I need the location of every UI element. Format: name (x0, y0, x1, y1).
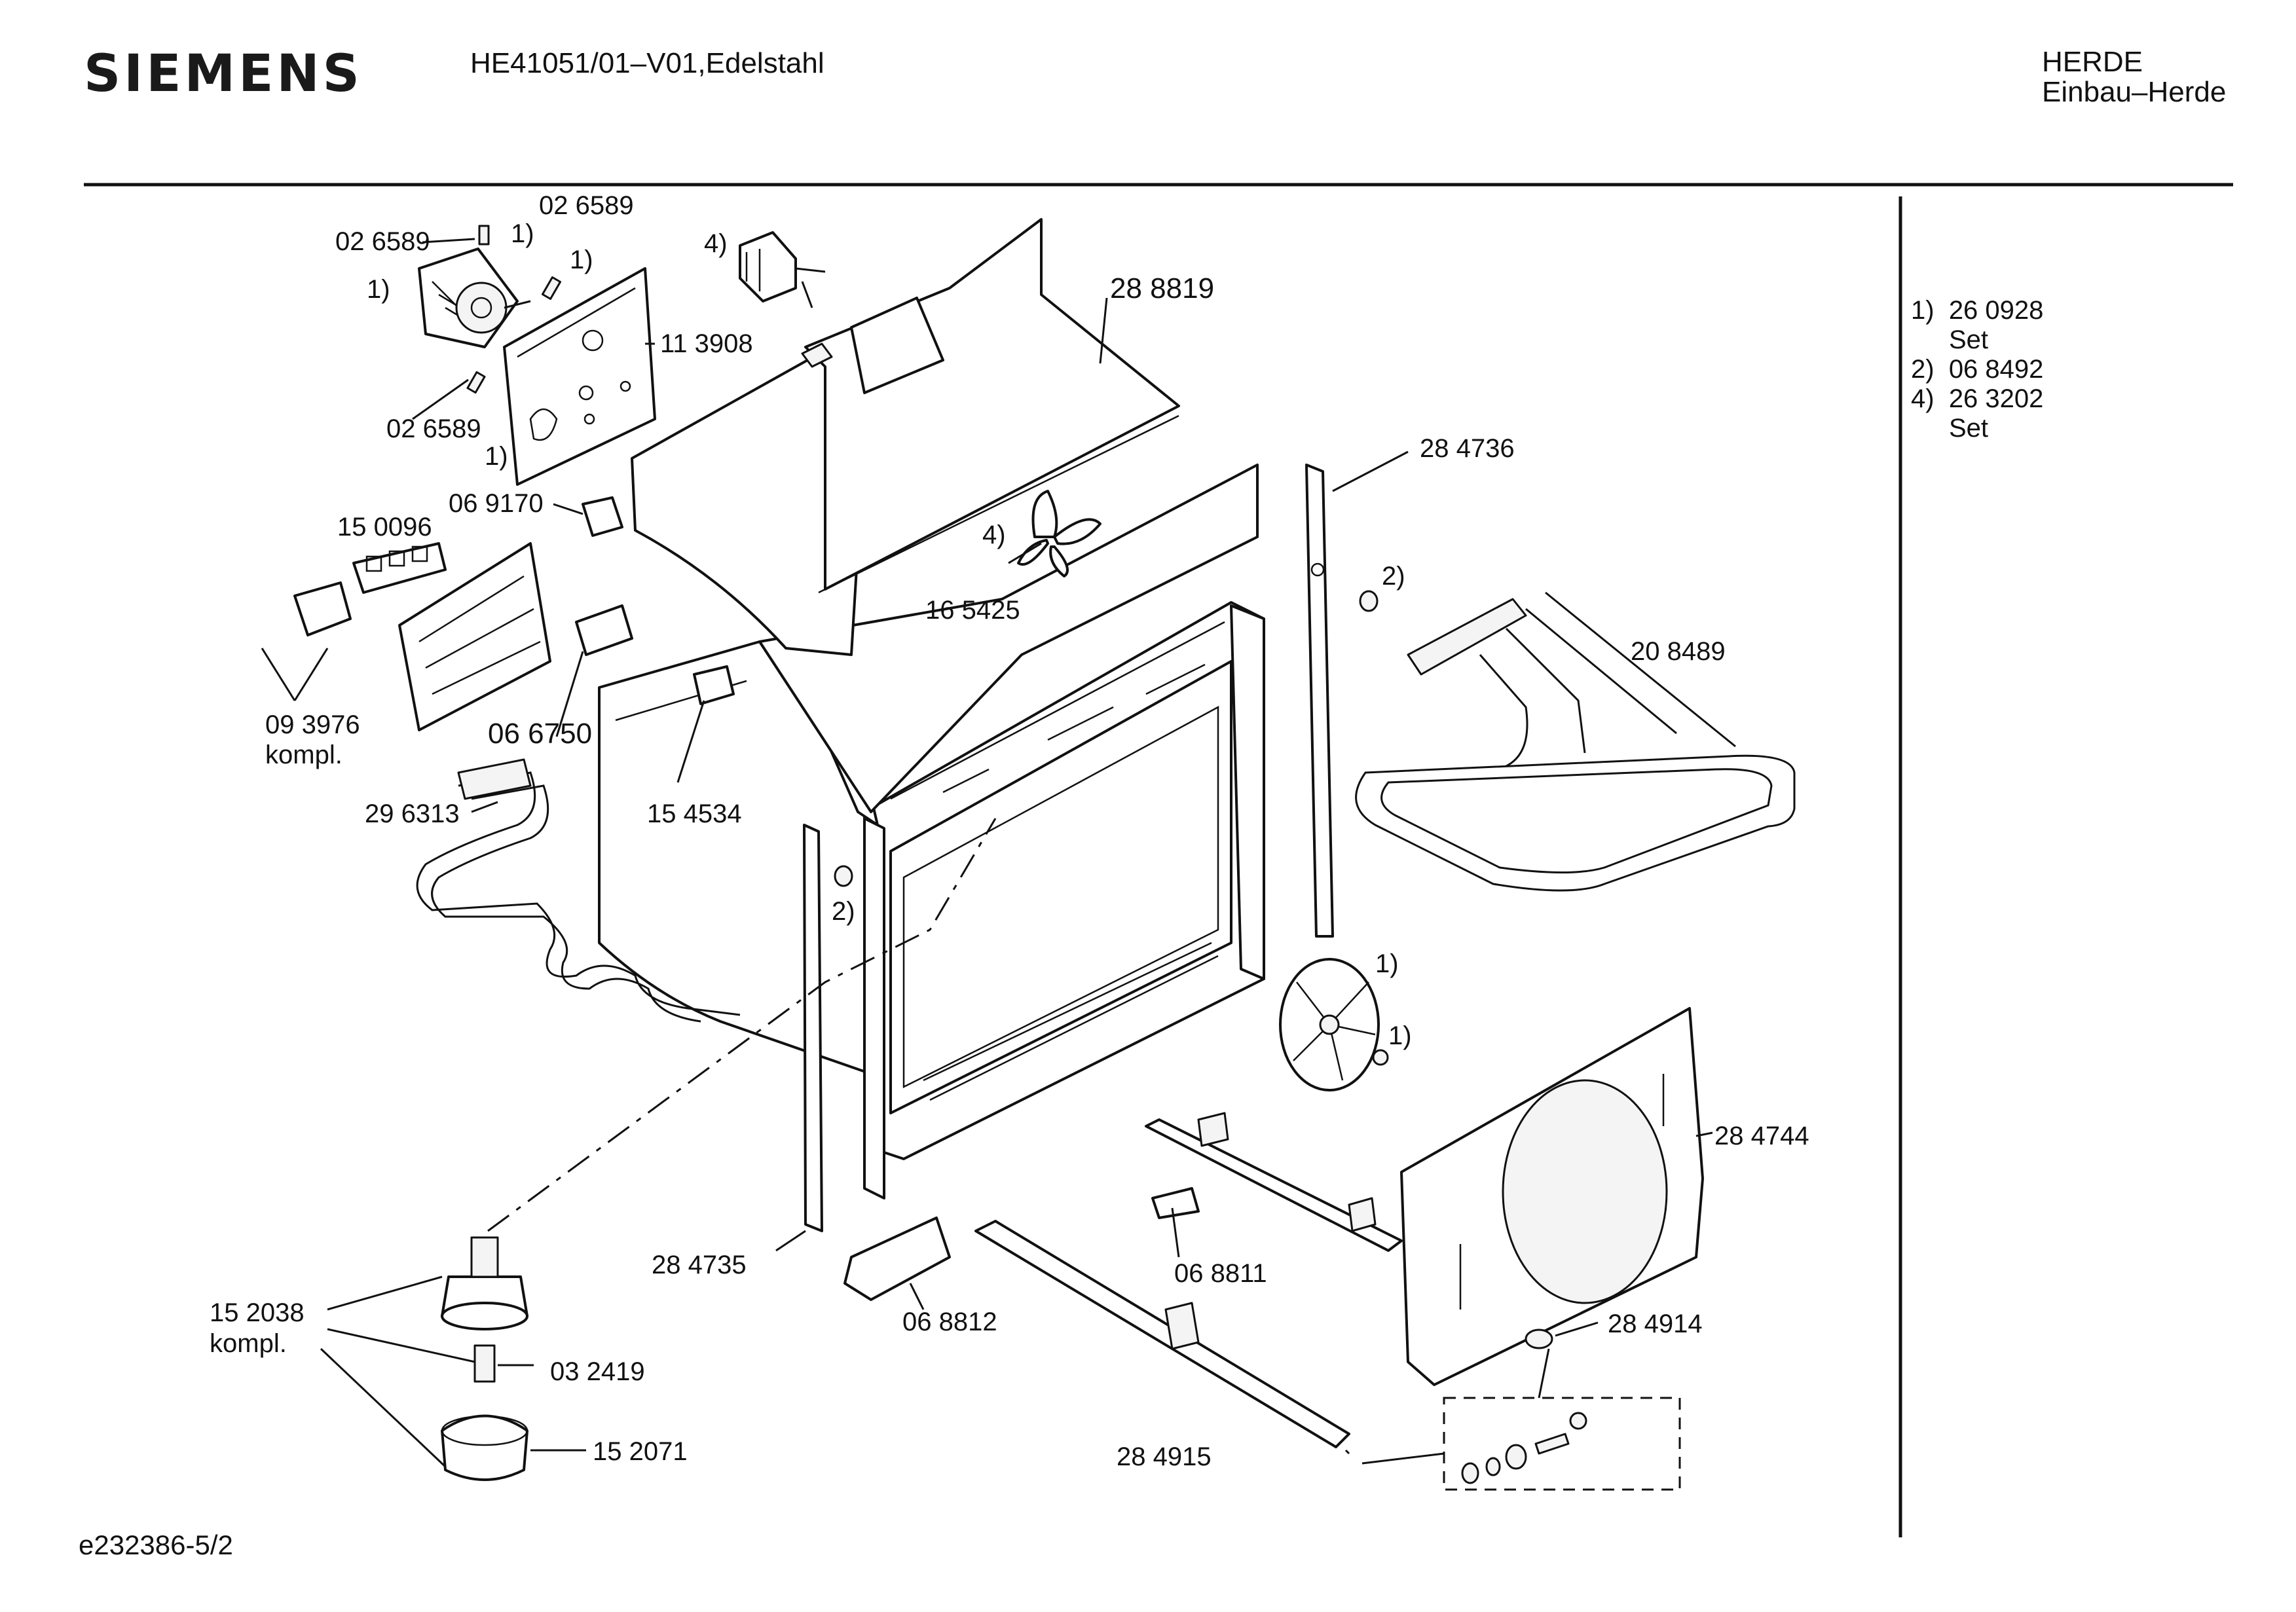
category-line-1: HERDE (2042, 46, 2143, 78)
legend-row: Set (1911, 325, 2043, 355)
grill-element-208489 (1355, 591, 1796, 892)
callout-2: 2) (832, 897, 855, 926)
callout-1: 1) (1375, 949, 1399, 978)
switch-150096 (352, 542, 447, 594)
nut-1 (1372, 1049, 1389, 1066)
motor-unit-4 (739, 231, 826, 302)
brand-logo: SIEMENS (84, 45, 363, 103)
part-label-kompl: kompl. (265, 741, 343, 769)
air-duct-assembly (631, 218, 1259, 826)
part-label-150096: 15 0096 (337, 513, 432, 541)
bottom-heater-296313 (416, 758, 741, 1023)
switch-093976 (293, 581, 352, 636)
rear-fan-wheel (1279, 958, 1380, 1091)
callout-1: 1) (570, 246, 593, 274)
thermostat-069170 (582, 496, 623, 537)
part-label-kompl: kompl. (210, 1329, 287, 1358)
part-label-066750: 06 6750 (488, 718, 592, 750)
rail-068811 (1145, 1112, 1403, 1252)
legend-key: 1) (1911, 296, 1935, 325)
part-label-284915: 28 4915 (1117, 1442, 1212, 1471)
part-label-026589: 02 6589 (539, 191, 634, 220)
legend-value: 26 0928 (1948, 296, 2044, 325)
hardware-set (1443, 1397, 1681, 1491)
legend-note: Set (1949, 325, 1989, 354)
part-label-026589: 02 6589 (386, 414, 481, 443)
leader-lines (261, 238, 1713, 1468)
bolt-068492 (1359, 590, 1379, 612)
callout-1: 1) (485, 442, 508, 471)
part-label-284744: 28 4744 (1714, 1122, 1809, 1150)
part-label-026589: 02 6589 (335, 227, 430, 256)
legend-row: 4) 26 3202 (1911, 384, 2043, 414)
part-label-032419: 03 2419 (550, 1357, 645, 1386)
part-label-296313: 29 6313 (365, 799, 460, 828)
part-label-068812: 06 8812 (902, 1308, 997, 1336)
shaft-032419 (473, 1344, 496, 1383)
part-label-068811: 06 8811 (1174, 1259, 1267, 1288)
part-label-113908: 11 3908 (660, 329, 753, 358)
part-label-154534: 15 4534 (647, 799, 742, 828)
bracket-068812 (843, 1217, 951, 1301)
legend-key: 2) (1911, 355, 1935, 384)
oven-housing (598, 640, 872, 1075)
callout-2: 2) (1382, 562, 1405, 591)
control-knob-152038 (441, 1236, 528, 1330)
callout-4: 4) (982, 521, 1006, 549)
oven-front-frame (863, 601, 1265, 1200)
fan-motor (418, 247, 531, 348)
legend-key: 4) (1911, 384, 1935, 413)
legend: 1) 26 0928 Set 2) 06 8492 4) 26 3202 Set (1911, 296, 2043, 443)
model-title: HE41051/01–V01,Edelstahl (470, 47, 824, 79)
part-label-284736: 28 4736 (1420, 434, 1515, 463)
rail-284735 (803, 824, 823, 1232)
side-rail-284736 (1305, 464, 1334, 938)
legend-note: Set (1949, 414, 1989, 443)
legend-row: 1) 26 0928 (1911, 296, 2043, 325)
part-label-208489: 20 8489 (1631, 637, 1726, 666)
part-label-284735: 28 4735 (652, 1251, 747, 1279)
rear-panel-284744 (1400, 1007, 1704, 1386)
bracket-plate (398, 542, 551, 731)
switch-154534 (693, 665, 735, 705)
clip-068811 (1151, 1187, 1200, 1219)
callout-1: 1) (367, 275, 390, 304)
screw-284914 (1525, 1328, 1553, 1349)
clip-026589-b (541, 276, 562, 300)
callout-4: 4) (704, 229, 728, 258)
callout-1: 1) (1388, 1021, 1412, 1050)
part-label-284914: 28 4914 (1608, 1310, 1703, 1338)
part-label-069170: 06 9170 (449, 489, 544, 518)
legend-row: Set (1911, 414, 2043, 443)
legend-value: 26 3202 (1948, 384, 2044, 413)
clip-026589-a (478, 225, 490, 246)
legend-row: 2) 06 8492 (1911, 355, 2043, 384)
legend-value: 06 8492 (1948, 355, 2044, 384)
clip-026589-c (466, 371, 486, 394)
fan-blade-165425 (1017, 490, 1102, 577)
part-label-288819: 28 8819 (1110, 272, 1214, 304)
part-label-093976: 09 3976 (265, 710, 360, 739)
callout-1: 1) (511, 219, 534, 248)
rail-284915 (974, 1220, 1350, 1448)
part-label-152071: 15 2071 (593, 1437, 688, 1466)
bolt-068492 (834, 865, 853, 887)
ring-152071 (441, 1414, 528, 1481)
part-label-165425: 16 5425 (925, 596, 1020, 625)
rear-plate-113908 (503, 267, 656, 486)
relay-066750 (575, 604, 633, 656)
category-line-2: Einbau–Herde (2042, 76, 2227, 108)
part-label-152038: 15 2038 (210, 1298, 305, 1327)
category-label: HERDE Einbau–Herde (2042, 47, 2226, 107)
document-id: e232386-5/2 (79, 1530, 233, 1560)
